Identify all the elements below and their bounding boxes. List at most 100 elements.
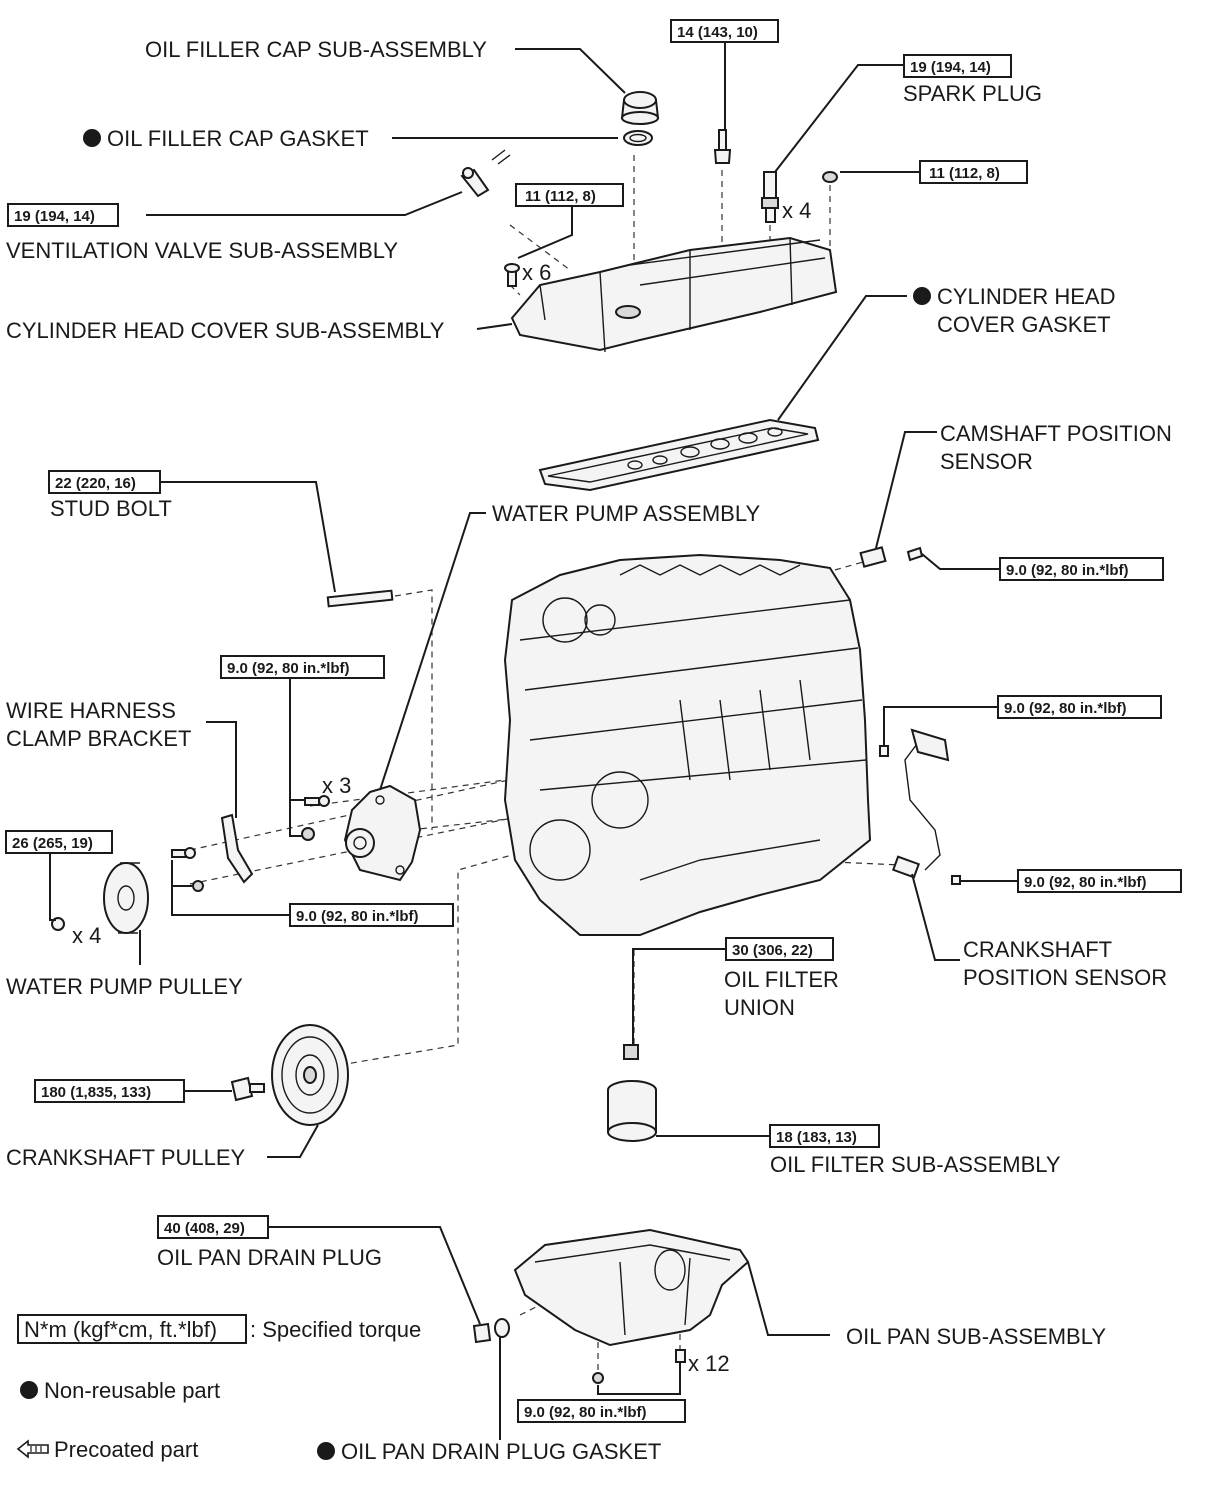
svg-text:9.0 (92, 80 in.*lbf): 9.0 (92, 80 in.*lbf)	[1006, 562, 1129, 579]
label-wire-harness-line1: WIRE HARNESS	[6, 698, 176, 723]
spark-plug-part	[761, 171, 779, 223]
oil-filler-cap-gasket-part	[623, 130, 653, 146]
legend: N*m (kgf*cm, ft.*lbf) : Specified torque…	[16, 1314, 421, 1462]
svg-text:22 (220, 16): 22 (220, 16)	[55, 475, 136, 492]
qty-water-pump-bolt: x 3	[322, 773, 351, 798]
label-cylinder-head-cover: CYLINDER HEAD COVER SUB-ASSEMBLY	[6, 318, 445, 343]
label-oil-pan-drain-plug-gasket: OIL PAN DRAIN PLUG GASKET	[341, 1439, 661, 1464]
torque-spark-plug: 19 (194, 14)	[903, 54, 1012, 78]
qty-cover-bolt: x 6	[522, 260, 551, 285]
oil-filter-union-part	[623, 1044, 639, 1060]
svg-text:9.0 (92, 80 in.*lbf): 9.0 (92, 80 in.*lbf)	[1024, 874, 1147, 891]
legend-precoated: Precoated part	[54, 1437, 198, 1462]
engine-block-part	[503, 553, 872, 936]
quantity-labels: x 4 x 6 x 3 x 4 x 12	[72, 198, 811, 1376]
svg-text:11 (112, 8): 11 (112, 8)	[929, 165, 1000, 182]
label-wire-harness-line2: CLAMP BRACKET	[6, 726, 191, 751]
crankshaft-position-sensor-part	[879, 728, 961, 885]
cylinder-head-cover-part	[510, 236, 838, 353]
label-oil-filter: OIL FILTER SUB-ASSEMBLY	[770, 1152, 1061, 1177]
label-camshaft-sensor-line1: CAMSHAFT POSITION	[940, 421, 1172, 446]
oil-pan-part	[513, 1228, 750, 1347]
label-cylinder-head-cover-gasket-line2: COVER GASKET	[937, 312, 1111, 337]
label-oil-filler-cap-gasket: OIL FILLER CAP GASKET	[107, 126, 369, 151]
torque-oil-filter-union: 30 (306, 22)	[725, 937, 834, 961]
svg-text:40 (408, 29): 40 (408, 29)	[164, 1220, 245, 1237]
legend-non-reusable: Non-reusable part	[44, 1378, 220, 1403]
non-reusable-marker	[317, 1442, 335, 1460]
svg-text:19 (194, 14): 19 (194, 14)	[14, 208, 95, 225]
torque-crankshaft-sensor: 9.0 (92, 80 in.*lbf)	[1017, 869, 1182, 893]
torque-stud-bolt: 22 (220, 16)	[48, 470, 161, 494]
label-oil-filler-cap: OIL FILLER CAP SUB-ASSEMBLY	[145, 37, 487, 62]
oil-filler-cap-part	[620, 91, 660, 125]
svg-text:9.0 (92, 80 in.*lbf): 9.0 (92, 80 in.*lbf)	[227, 660, 350, 677]
torque-specs: 14 (143, 10) 19 (194, 14) 11 (112, 8) 19…	[5, 19, 1182, 1423]
water-pump-bolt-part	[301, 795, 330, 841]
label-oil-filter-union-line2: UNION	[724, 995, 795, 1020]
cover-bolt-part	[504, 263, 520, 287]
legend-torque-unit: N*m (kgf*cm, ft.*lbf)	[24, 1317, 217, 1342]
label-crankshaft-pulley: CRANKSHAFT PULLEY	[6, 1145, 246, 1170]
label-stud-bolt: STUD BOLT	[50, 496, 172, 521]
ventilation-valve-part	[460, 149, 511, 198]
svg-text:14 (143, 10): 14 (143, 10)	[677, 24, 758, 41]
svg-text:30 (306, 22): 30 (306, 22)	[732, 942, 813, 959]
torque-oil-filter: 18 (183, 13)	[769, 1124, 880, 1148]
label-oil-pan: OIL PAN SUB-ASSEMBLY	[846, 1324, 1106, 1349]
torque-camshaft-sensor: 9.0 (92, 80 in.*lbf)	[999, 557, 1164, 581]
label-crankshaft-sensor-line1: CRANKSHAFT	[963, 937, 1112, 962]
non-reusable-marker	[83, 129, 101, 147]
torque-oil-pan-drain-plug: 40 (408, 29)	[157, 1215, 269, 1239]
torque-cover-stud: 14 (143, 10)	[670, 19, 779, 43]
camshaft-position-sensor-part	[859, 546, 924, 568]
qty-oil-pan-bolt: x 12	[688, 1351, 730, 1376]
torque-cover-bolt: 11 (112, 8)	[515, 183, 624, 207]
torque-crankshaft-sensor-bracket: 9.0 (92, 80 in.*lbf)	[997, 695, 1162, 719]
torque-cover-nut: 11 (112, 8)	[919, 160, 1028, 184]
qty-spark-plug: x 4	[782, 198, 811, 223]
cover-stud-part	[713, 129, 732, 164]
label-spark-plug: SPARK PLUG	[903, 81, 1042, 106]
torque-wire-harness: 9.0 (92, 80 in.*lbf)	[289, 903, 454, 927]
label-water-pump-pulley: WATER PUMP PULLEY	[6, 974, 243, 999]
torque-ventilation-valve: 19 (194, 14)	[7, 203, 119, 227]
legend-precoated-icon	[16, 1439, 49, 1459]
svg-text:19 (194, 14): 19 (194, 14)	[910, 59, 991, 76]
torque-crankshaft-pulley: 180 (1,835, 133)	[34, 1079, 185, 1103]
legend-non-reusable-dot	[20, 1381, 38, 1399]
legend-torque-box	[17, 1314, 247, 1344]
oil-filter-part	[607, 1080, 657, 1142]
water-pump-part	[343, 784, 422, 882]
oil-pan-drain-plug-gasket-part	[494, 1318, 510, 1338]
torque-water-pump-pulley: 26 (265, 19)	[5, 830, 113, 854]
oil-pan-bolt-part	[592, 1349, 686, 1384]
svg-text:9.0 (92, 80 in.*lbf): 9.0 (92, 80 in.*lbf)	[524, 1404, 647, 1421]
svg-text:11 (112, 8): 11 (112, 8)	[525, 188, 596, 205]
wire-harness-bracket-part	[220, 813, 254, 884]
label-water-pump-assembly: WATER PUMP ASSEMBLY	[492, 501, 760, 526]
label-oil-filter-union-line1: OIL FILTER	[724, 967, 839, 992]
label-camshaft-sensor-line2: SENSOR	[940, 449, 1033, 474]
wire-harness-bolt-part	[171, 847, 204, 892]
svg-text:9.0 (92, 80 in.*lbf): 9.0 (92, 80 in.*lbf)	[296, 908, 419, 925]
cylinder-head-cover-gasket-part	[538, 418, 820, 492]
non-reusable-marker	[913, 287, 931, 305]
stud-bolt-part	[326, 589, 394, 608]
label-crankshaft-sensor-line2: POSITION SENSOR	[963, 965, 1167, 990]
svg-text:9.0 (92, 80 in.*lbf): 9.0 (92, 80 in.*lbf)	[1004, 700, 1127, 717]
svg-text:180 (1,835, 133): 180 (1,835, 133)	[41, 1084, 151, 1101]
qty-pulley-bolt: x 4	[72, 923, 101, 948]
svg-text:26 (265, 19): 26 (265, 19)	[12, 835, 93, 852]
part-labels: OIL FILLER CAP SUB-ASSEMBLY OIL FILLER C…	[6, 37, 1172, 1464]
torque-water-pump: 9.0 (92, 80 in.*lbf)	[220, 655, 385, 679]
crankshaft-pulley-part	[271, 1024, 349, 1126]
torque-oil-pan: 9.0 (92, 80 in.*lbf)	[517, 1399, 686, 1423]
water-pump-pulley-part	[103, 862, 149, 934]
legend-torque-desc: : Specified torque	[250, 1317, 421, 1342]
svg-text:18 (183, 13): 18 (183, 13)	[776, 1129, 857, 1146]
leader-lines	[49, 40, 1018, 1440]
label-oil-pan-drain-plug: OIL PAN DRAIN PLUG	[157, 1245, 382, 1270]
label-ventilation-valve: VENTILATION VALVE SUB-ASSEMBLY	[6, 238, 398, 263]
oil-pan-drain-plug-part	[472, 1322, 492, 1344]
